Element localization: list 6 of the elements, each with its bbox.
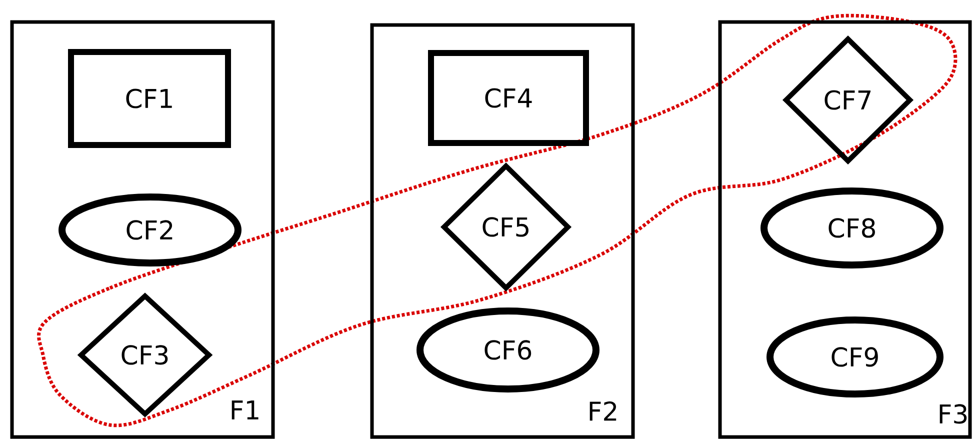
ellipse-node: CF2	[58, 194, 242, 266]
process-box: CF1	[68, 49, 231, 148]
ellipse-node: CF6	[416, 308, 600, 392]
ellipse-node: CF8	[760, 188, 944, 268]
ellipse-node: CF9	[766, 316, 944, 398]
process-box: CF4	[428, 50, 589, 146]
